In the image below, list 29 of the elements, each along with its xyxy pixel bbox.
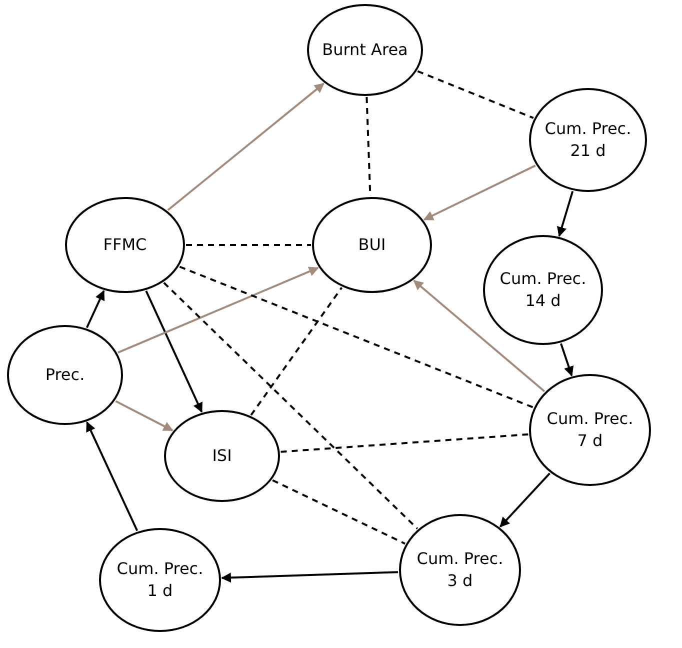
arrow — [423, 164, 536, 221]
arrow — [560, 343, 574, 376]
connector-line — [272, 479, 406, 545]
connector-line — [250, 286, 343, 416]
node-label: ISI — [211, 445, 233, 467]
connector-line — [179, 266, 534, 408]
arrow — [557, 190, 574, 237]
arrow — [220, 571, 398, 583]
arrow — [115, 400, 174, 432]
arrow — [86, 290, 105, 328]
connector-line — [186, 244, 311, 246]
node-label: Burnt Area — [321, 39, 409, 61]
node-label: Prec. — [44, 364, 86, 386]
node-label: Cum. Prec. 21 d — [544, 118, 632, 162]
node-label: Cum. Prec. 1 d — [116, 558, 204, 602]
arrow — [167, 82, 324, 211]
node-label: BUI — [357, 234, 387, 256]
node-label: FFMC — [102, 234, 148, 256]
connector-line — [280, 433, 528, 453]
arrow — [145, 290, 203, 413]
node-label: Cum. Prec. 14 d — [498, 268, 588, 312]
arrow — [118, 266, 319, 354]
arrow — [86, 421, 138, 532]
connector-line — [417, 70, 534, 119]
connector-line — [163, 282, 418, 530]
node-label: Cum. Prec. 3 d — [416, 548, 504, 592]
arrow — [413, 280, 546, 392]
arrow — [500, 472, 550, 528]
node-label: Cum. Prec. 7 d — [546, 408, 634, 452]
